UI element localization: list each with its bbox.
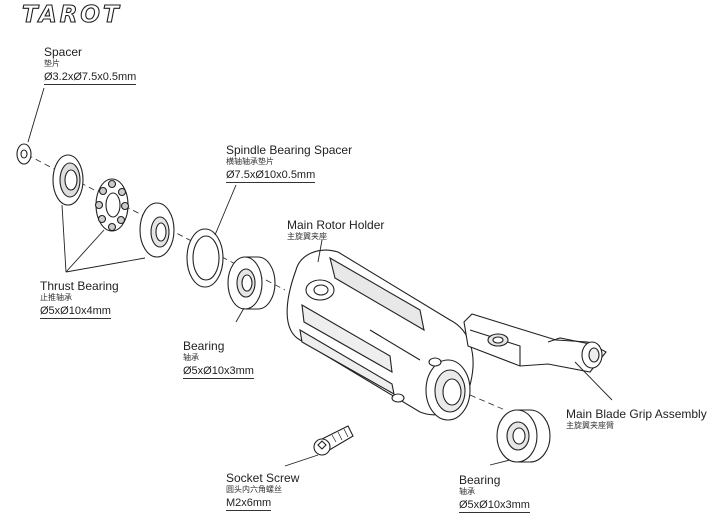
part-name: Socket Screw bbox=[226, 471, 300, 485]
main-blade-grip bbox=[463, 313, 607, 373]
part-name-cn: 主旋翼夹座臂 bbox=[566, 421, 614, 430]
thrust-bearing-race-1 bbox=[52, 154, 84, 206]
spacer-washer bbox=[16, 143, 32, 165]
leader-rotor-holder bbox=[317, 239, 323, 263]
part-name: Spindle Bearing Spacer bbox=[226, 143, 353, 157]
label-spindle-bearing-spacer: Spindle Bearing Spacer 横轴轴承垫片 Ø7.5xØ10x0… bbox=[226, 144, 352, 183]
leader-bearing-right bbox=[489, 459, 511, 466]
part-name-cn: 圆头内六角螺丝 bbox=[226, 485, 282, 494]
label-bearing-left: Bearing 轴承 Ø5xØ10x3mm bbox=[183, 340, 254, 379]
part-dimension: Ø3.2xØ7.5x0.5mm bbox=[44, 71, 137, 85]
part-name-cn: 垫片 bbox=[44, 59, 60, 68]
part-name: Thrust Bearing bbox=[40, 279, 119, 293]
leader-thrust-1 bbox=[61, 204, 67, 273]
part-name: Bearing bbox=[459, 473, 501, 487]
part-dimension: Ø5xØ10x4mm bbox=[40, 305, 111, 319]
label-thrust-bearing: Thrust Bearing 止推轴承 Ø5xØ10x4mm bbox=[40, 280, 119, 319]
label-socket-screw: Socket Screw 圆头内六角螺丝 M2x6mm bbox=[226, 472, 299, 511]
tarot-logo: TAROT bbox=[21, 1, 122, 28]
leader-socket-screw bbox=[284, 454, 319, 467]
part-name: Main Rotor Holder bbox=[287, 218, 385, 232]
label-bearing-right: Bearing 轴承 Ø5xØ10x3mm bbox=[459, 474, 530, 513]
part-name-cn: 轴承 bbox=[459, 487, 475, 496]
label-main-rotor-holder: Main Rotor Holder 主旋翼夹座 bbox=[287, 219, 384, 241]
leader-spindle-spacer bbox=[214, 184, 237, 236]
leader-spacer bbox=[27, 87, 45, 143]
part-name: Bearing bbox=[183, 339, 225, 353]
part-dimension: Ø7.5xØ10x0.5mm bbox=[226, 169, 316, 183]
left-bearing bbox=[227, 256, 276, 310]
socket-screw bbox=[313, 425, 354, 456]
leader-blade-grip bbox=[574, 361, 613, 401]
thrust-bearing-cage bbox=[94, 178, 130, 232]
part-name-cn: 横轴轴承垫片 bbox=[226, 157, 274, 166]
leader-thrust-2 bbox=[65, 229, 105, 273]
spindle-bearing-spacer-ring bbox=[186, 228, 224, 288]
part-name-cn: 主旋翼夹座 bbox=[287, 232, 327, 241]
leader-bearing-left bbox=[235, 307, 245, 323]
part-name: Main Blade Grip Assembly bbox=[566, 407, 707, 421]
part-dimension: M2x6mm bbox=[226, 497, 272, 511]
part-dimension: Ø5xØ10x3mm bbox=[459, 499, 530, 513]
leader-thrust-3 bbox=[65, 257, 146, 273]
label-main-blade-grip: Main Blade Grip Assembly 主旋翼夹座臂 bbox=[566, 408, 707, 430]
part-name: Spacer bbox=[44, 45, 83, 59]
part-name-cn: 止推轴承 bbox=[40, 293, 72, 302]
part-name-cn: 轴承 bbox=[183, 353, 199, 362]
label-spacer: Spacer 垫片 Ø3.2xØ7.5x0.5mm bbox=[44, 45, 137, 85]
main-rotor-holder bbox=[286, 249, 474, 421]
thrust-bearing-race-2 bbox=[139, 202, 175, 258]
part-dimension: Ø5xØ10x3mm bbox=[183, 365, 254, 379]
right-bearing bbox=[496, 409, 551, 463]
